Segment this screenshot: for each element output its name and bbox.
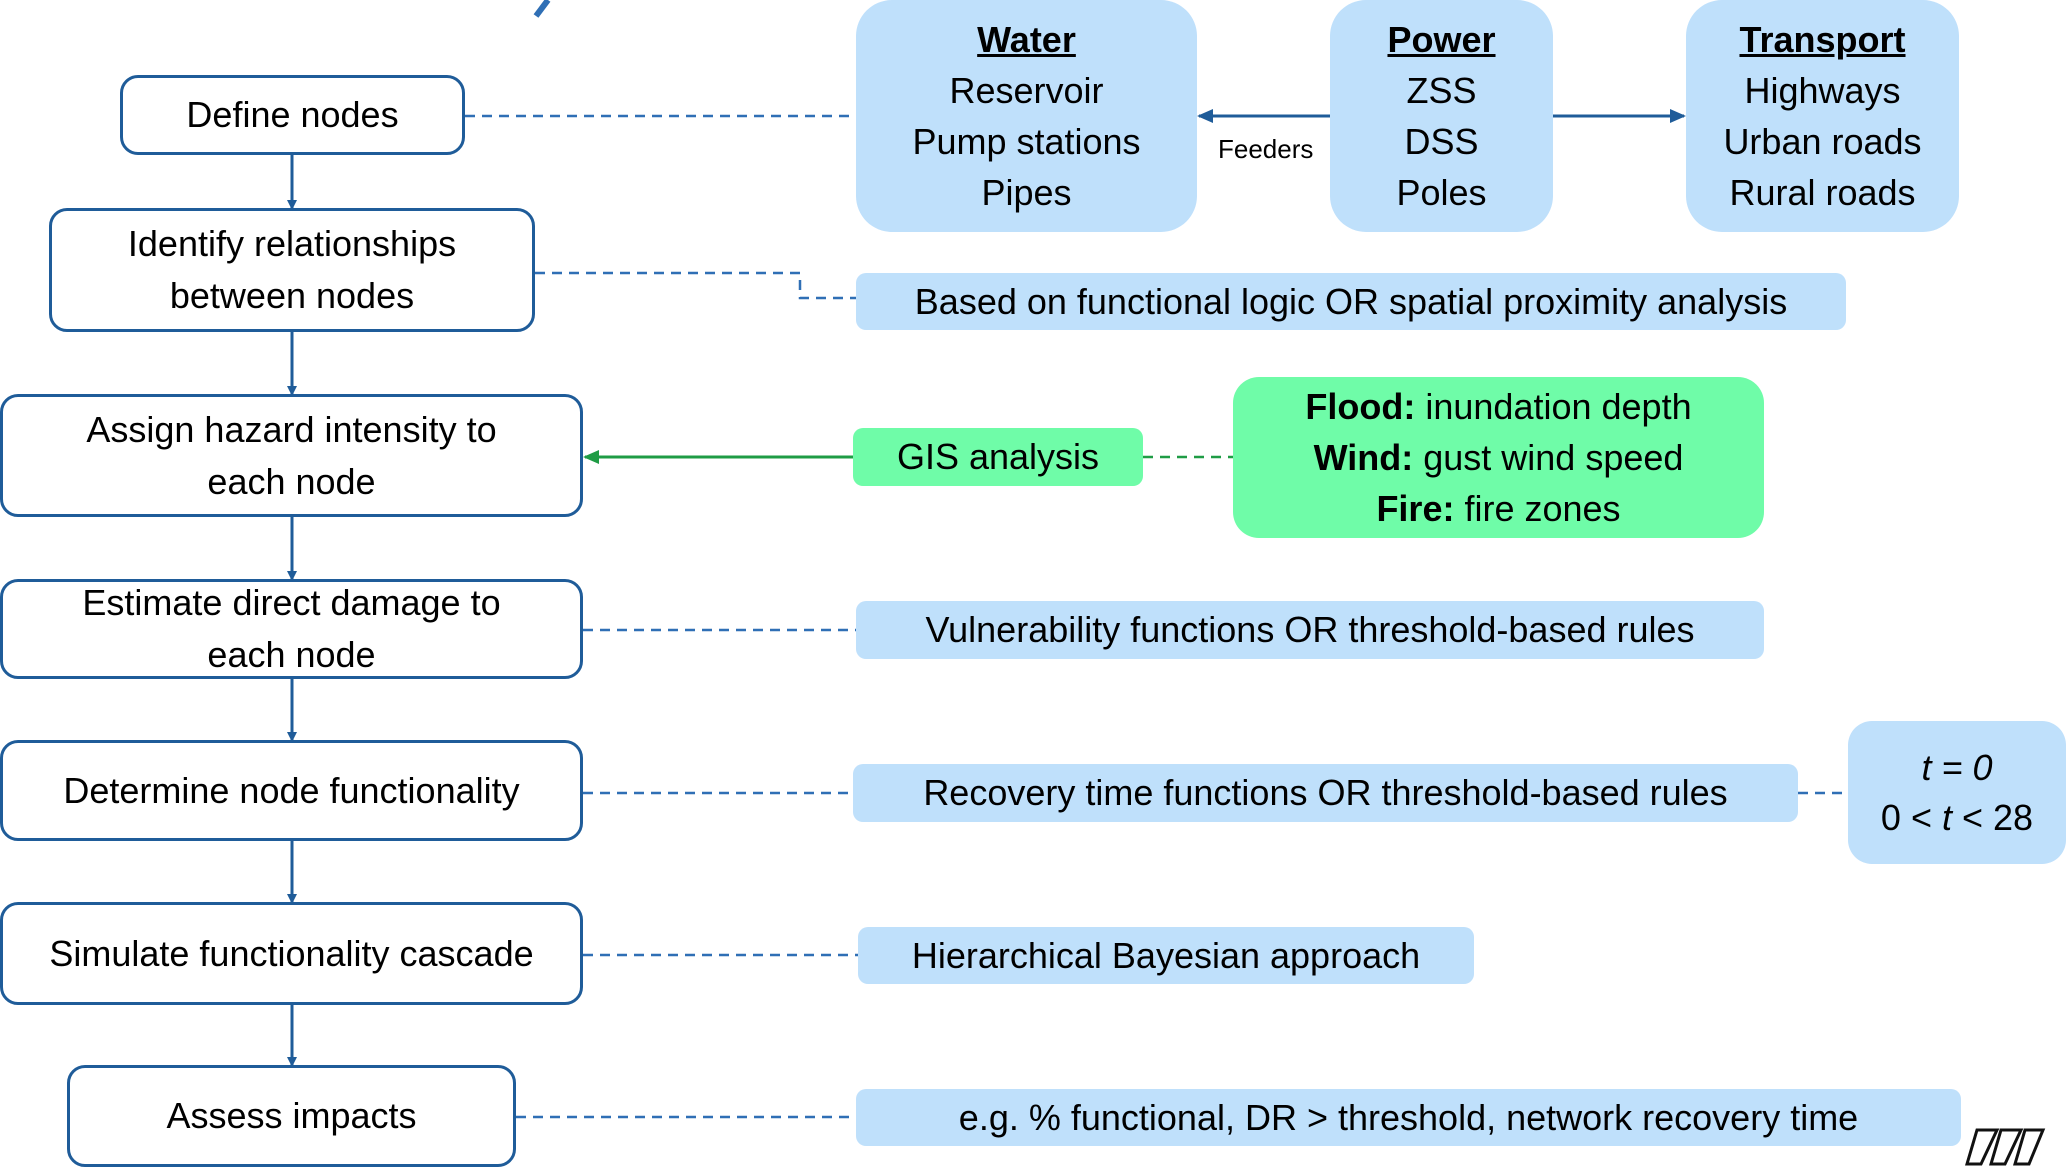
note-relationships: Based on functional logic OR spatial pro… (856, 273, 1846, 330)
water-title: Water (977, 19, 1076, 60)
step-label: Define nodes (186, 94, 399, 135)
step-assess-impacts: Assess impacts (67, 1065, 516, 1167)
water-item: Pump stations (912, 121, 1141, 162)
step-label: Estimate direct damage to each node (82, 582, 501, 675)
time-range: 0 < t < 28 (1880, 796, 2034, 838)
note-impacts: e.g. % functional, DR > threshold, netwo… (856, 1089, 1961, 1146)
hazard-box: Flood: inundation depth Wind: gust wind … (1233, 377, 1764, 538)
power-box: Power ZSS DSS Poles (1330, 0, 1553, 232)
step-label: Simulate functionality cascade (49, 932, 534, 974)
power-title: Power (1387, 19, 1496, 60)
transport-item: Rural roads (1729, 172, 1916, 213)
dash-relationships (535, 271, 856, 300)
transport-title: Transport (1739, 19, 1906, 60)
time-box: t = 0 0 < t < 28 (1848, 721, 2066, 864)
logo (1964, 1128, 2046, 1166)
transport-item: Highways (1744, 70, 1901, 111)
note-functionality: Recovery time functions OR threshold-bas… (853, 764, 1798, 822)
note-cascade: Hierarchical Bayesian approach (858, 927, 1474, 984)
hazard-fire: Fire: fire zones (1376, 488, 1621, 529)
power-item: Poles (1396, 172, 1487, 213)
step-estimate-damage: Estimate direct damage to each node (0, 579, 583, 679)
water-box: Water Reservoir Pump stations Pipes (856, 0, 1197, 232)
step-define-nodes: Define nodes (120, 75, 465, 155)
time-t0: t = 0 (1921, 746, 1993, 788)
hazard-flood: Flood: inundation depth (1305, 386, 1692, 427)
step-label: Assess impacts (166, 1095, 417, 1136)
power-item: ZSS (1406, 70, 1477, 111)
step-label: Determine node functionality (63, 769, 520, 811)
gis-analysis-box: GIS analysis (853, 428, 1143, 486)
water-item: Reservoir (949, 70, 1104, 111)
power-item: DSS (1404, 121, 1479, 162)
step-label: Assign hazard intensity to each node (86, 408, 497, 502)
hazard-wind: Wind: gust wind speed (1313, 437, 1684, 478)
water-item: Pipes (981, 172, 1072, 213)
step-node-functionality: Determine node functionality (0, 740, 583, 841)
step-assign-hazard: Assign hazard intensity to each node (0, 394, 583, 517)
feeders-label: Feeders (1218, 134, 1314, 164)
step-identify-relationships: Identify relationships between nodes (49, 208, 535, 332)
step-label: Identify relationships between nodes (127, 223, 457, 316)
step-functionality-cascade: Simulate functionality cascade (0, 902, 583, 1005)
transport-box: Transport Highways Urban roads Rural roa… (1686, 0, 1959, 232)
title-fragment (533, 0, 551, 18)
note-damage: Vulnerability functions OR threshold-bas… (856, 601, 1764, 659)
transport-item: Urban roads (1723, 121, 1922, 162)
